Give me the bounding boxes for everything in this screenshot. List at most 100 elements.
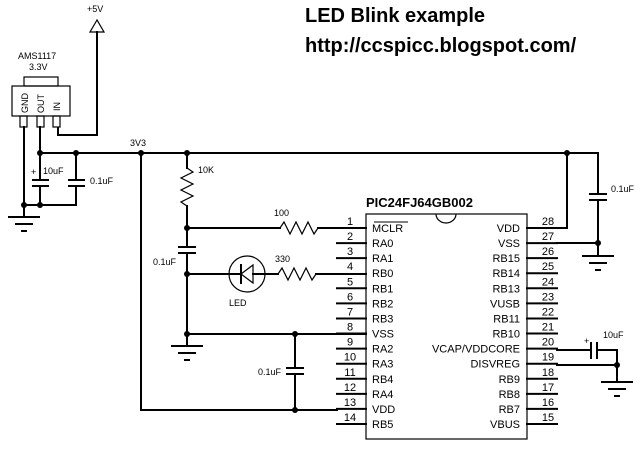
pin-name: RA4 (372, 389, 393, 401)
pin-name: RB0 (372, 268, 393, 280)
pin-number: 5 (347, 276, 353, 288)
c-reg-bulk-label: 10uF (43, 166, 64, 176)
pin-number: 8 (347, 322, 353, 334)
resistor-330 (277, 266, 317, 282)
vdd-bypass-right: 0.1uF (556, 152, 635, 271)
pin-number: 27 (542, 231, 554, 243)
pin-number: 11 (344, 367, 355, 379)
pin-name: RA2 (372, 344, 393, 356)
pin-name: VUSB (490, 298, 520, 310)
regulator-pin-in: IN (52, 102, 62, 111)
pin-name: RB13 (492, 283, 520, 295)
pin-name: VDD (497, 223, 520, 235)
pin-number: 24 (542, 276, 554, 288)
resistor-10k (179, 167, 195, 207)
regulator-pin-gnd: GND (20, 93, 30, 114)
pin-number: 15 (542, 412, 554, 424)
supply-5v: +5V (57, 4, 106, 136)
pin-number: 16 (542, 397, 554, 409)
pin-name: RB15 (492, 253, 520, 265)
pin-number: 22 (542, 306, 554, 318)
pin-name: RA3 (372, 359, 393, 371)
pin-number: 3 (347, 246, 353, 258)
led-branch: LED 330 (186, 254, 367, 308)
pin-name: RA0 (372, 238, 393, 250)
vcap-network: + 10uF (556, 330, 633, 397)
pin-number: 21 (542, 322, 554, 334)
pin-name: VCAP/VDDCORE (432, 344, 520, 356)
pin-number: 23 (542, 291, 554, 303)
pin-name: RB7 (499, 404, 520, 416)
pin-number: 10 (344, 352, 356, 364)
c-vdd-right-label: 0.1uF (611, 184, 635, 194)
pin-name: RB2 (372, 298, 393, 310)
pin-number: 17 (542, 382, 554, 394)
mcu-part: PIC24FJ64GB002 (366, 195, 473, 210)
pin-number: 18 (542, 367, 554, 379)
pin-number: 12 (344, 382, 356, 394)
pin-number: 7 (347, 306, 353, 318)
c-reg-bypass-label: 0.1uF (90, 176, 114, 186)
power-arrow-icon (88, 18, 106, 33)
pin-name: RB1 (372, 283, 393, 295)
r-mclr-label: 100 (274, 208, 289, 218)
pin-number: 20 (542, 337, 554, 349)
mcu-body (365, 213, 528, 440)
pin-number: 2 (347, 231, 353, 243)
c-vdd-left-label: 0.1uF (258, 367, 282, 377)
pin-name: RB9 (499, 374, 520, 386)
pin-name: RB10 (492, 329, 520, 341)
pin-number: 1 (347, 216, 353, 228)
c-vcap-label: 10uF (603, 330, 624, 340)
regulator-caps: + 10uF 0.1uF (8, 152, 114, 232)
pin-number: 4 (347, 261, 353, 273)
r-pullup-label: 10K (198, 165, 214, 175)
r-led-label: 330 (275, 254, 290, 264)
title-line1: LED Blink example (305, 5, 485, 27)
pin-name: VBUS (490, 419, 520, 431)
pin-name: RB8 (499, 389, 520, 401)
pin-number: 28 (542, 216, 554, 228)
title-line2: http://ccspicc.blogspot.com/ (305, 35, 577, 57)
pin-number: 14 (344, 412, 356, 424)
pin-number: 26 (542, 246, 554, 258)
pin-name: VSS (498, 238, 520, 250)
pin-name: RB3 (372, 313, 393, 325)
regulator: AMS1117 3.3V GND OUT IN (11, 51, 71, 206)
pin-number: 19 (542, 352, 554, 364)
vdd-bypass-left: 0.1uF (186, 331, 367, 413)
pin-name: VDD (372, 404, 395, 416)
pin-name: RB4 (372, 374, 393, 386)
led-label: LED (229, 298, 247, 308)
pin-number: 25 (542, 261, 554, 273)
pin-number: 9 (347, 337, 353, 349)
rail-3v3: 3V3 (37, 138, 599, 156)
mclr-network: 10K 100 0.1uF (153, 152, 367, 361)
supply-5v-label: +5V (87, 4, 103, 14)
pin-number: 13 (344, 397, 356, 409)
pin-name: RB5 (372, 419, 393, 431)
pin-name: MCLR (372, 223, 403, 235)
pin-name: RA1 (372, 253, 393, 265)
pin-name: RB11 (493, 313, 520, 325)
pin-number: 6 (347, 291, 353, 303)
